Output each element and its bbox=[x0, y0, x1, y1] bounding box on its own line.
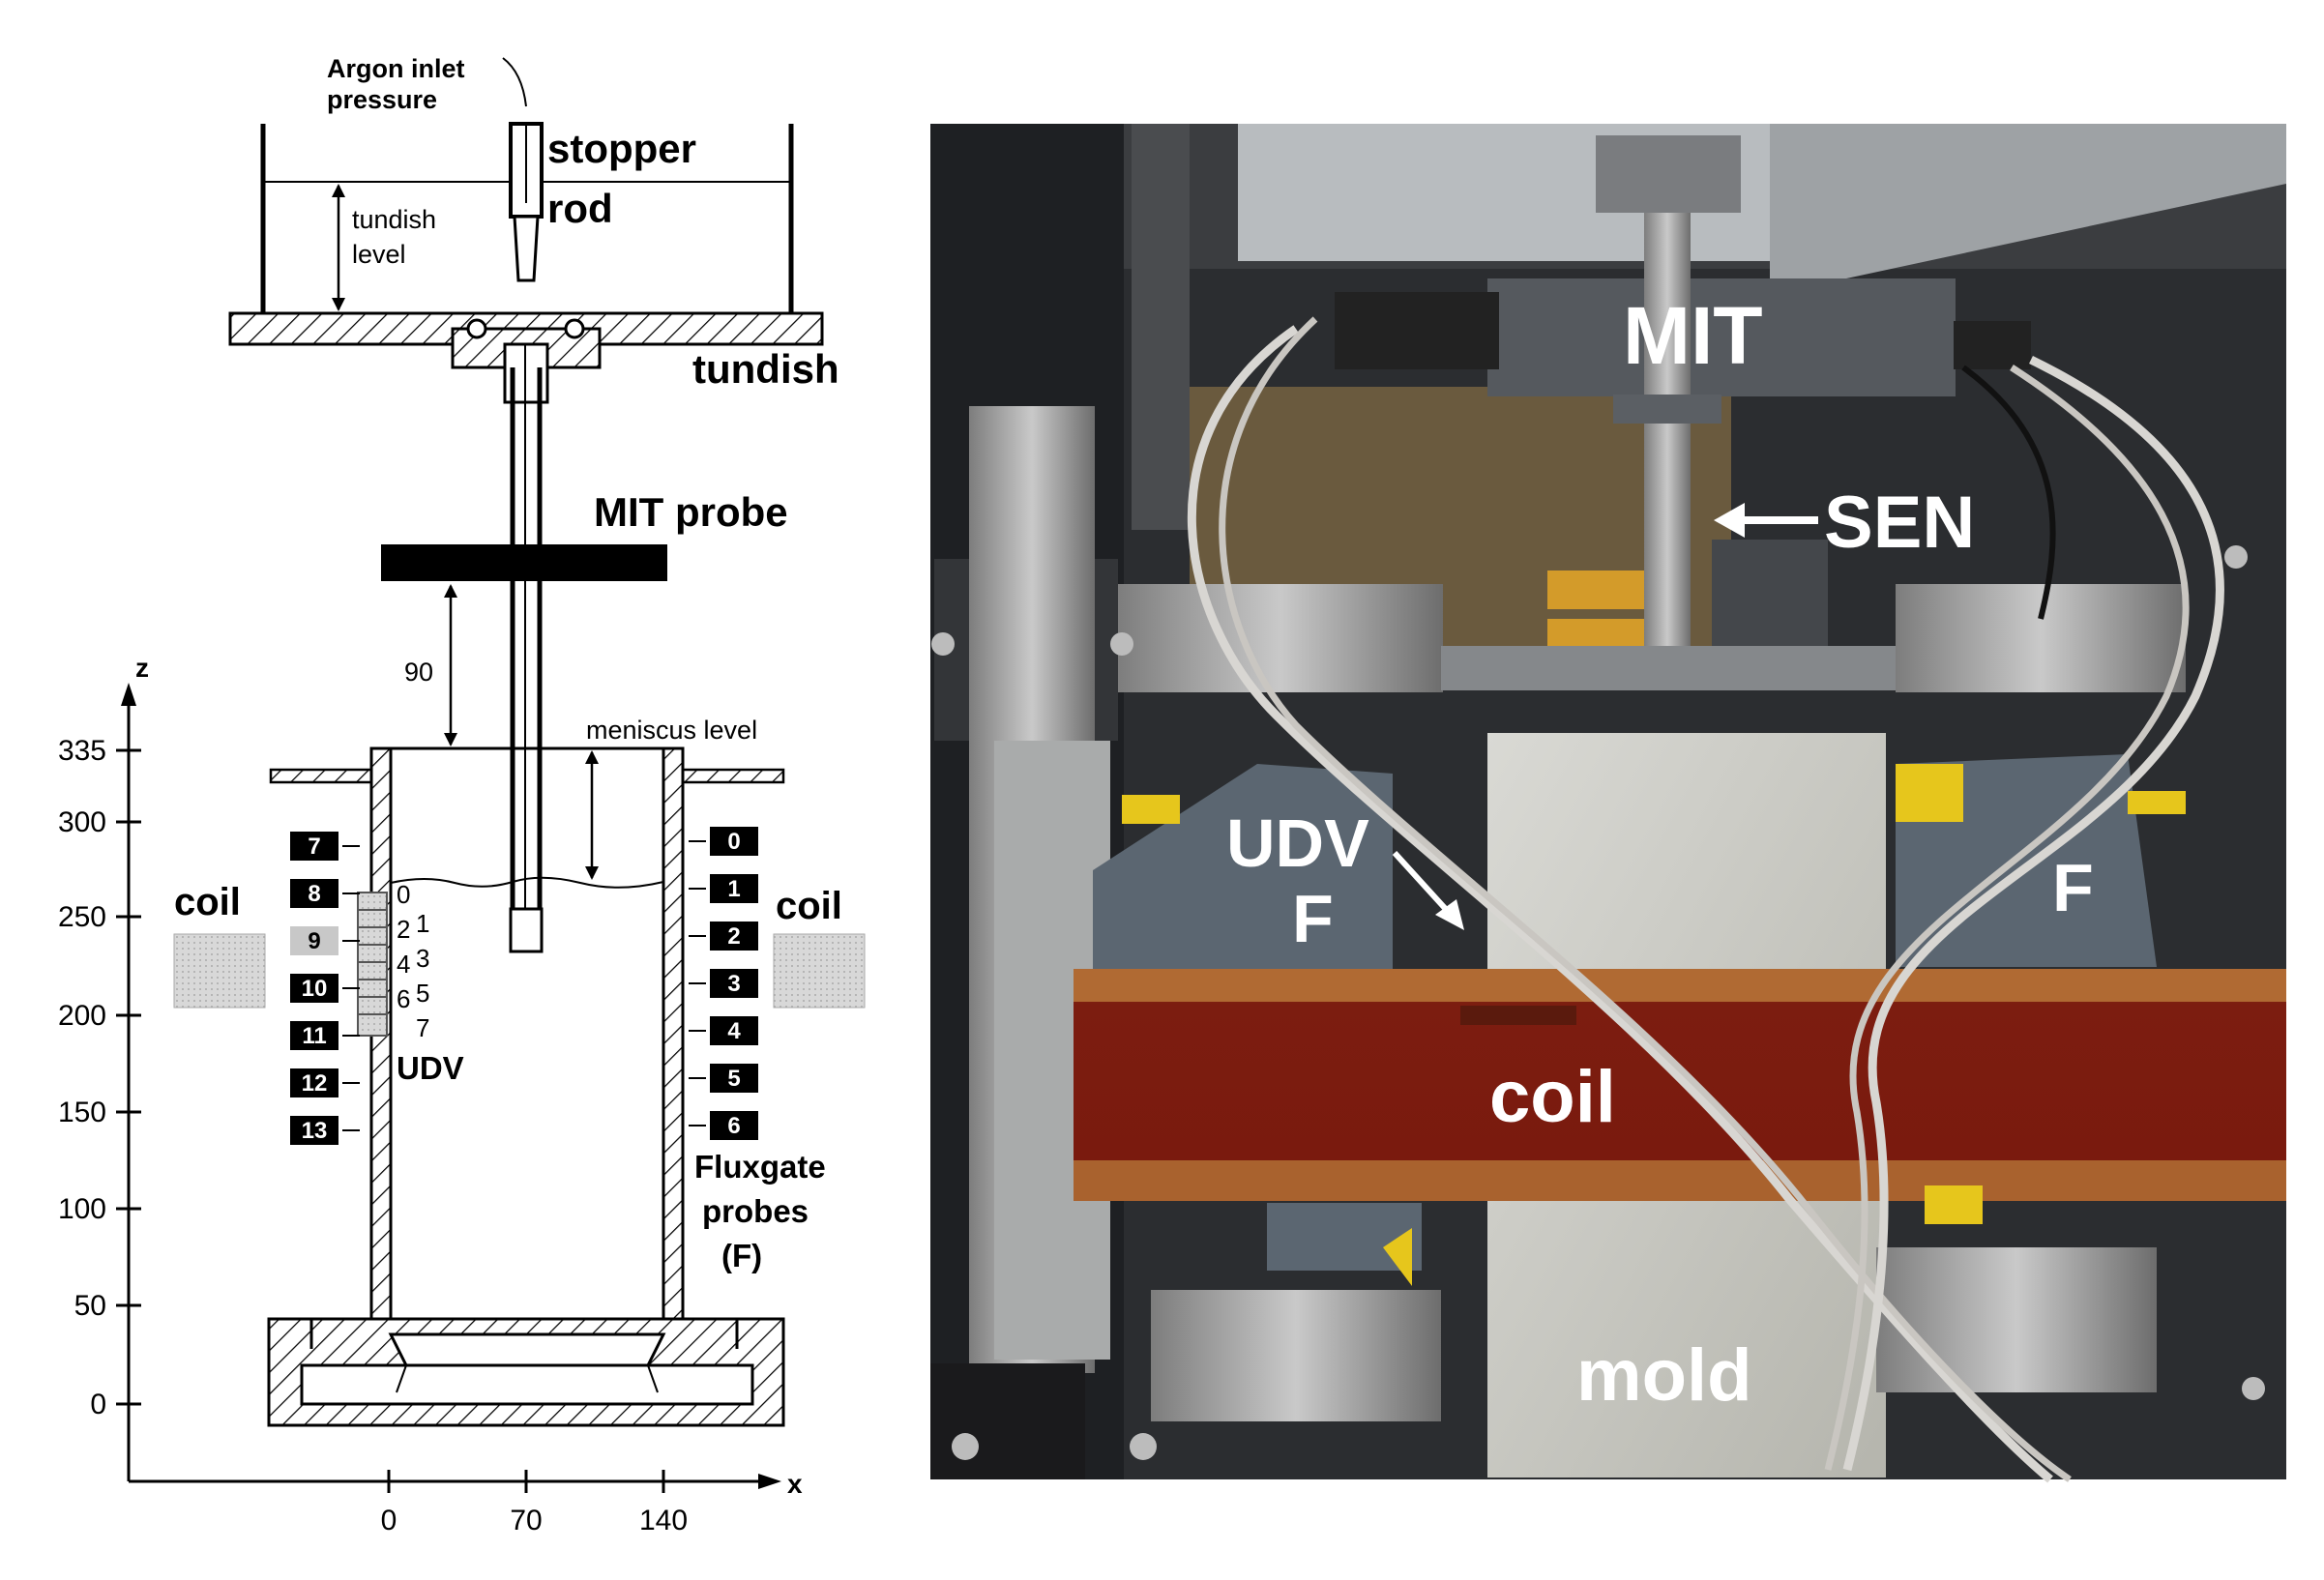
probe-box bbox=[290, 926, 338, 955]
udv-number: 5 bbox=[416, 979, 429, 1008]
meniscus-label: meniscus level bbox=[586, 716, 757, 745]
dimension-90 bbox=[444, 584, 457, 746]
coil-left-label: coil bbox=[174, 881, 241, 923]
z-tick-label: 250 bbox=[58, 901, 106, 933]
probe-box bbox=[290, 832, 338, 861]
coil-right-label: coil bbox=[776, 885, 842, 927]
probe-number: 0 bbox=[727, 829, 740, 855]
left-probe-boxes: 7 8 9 10 11 12 13 bbox=[290, 832, 360, 1145]
udv-number: 6 bbox=[397, 984, 410, 1013]
probe-box bbox=[290, 1021, 338, 1050]
right-probe-boxes: 0 1 2 3 4 5 6 bbox=[689, 827, 758, 1140]
probe-number: 1 bbox=[727, 876, 740, 902]
probe-box bbox=[710, 1111, 758, 1140]
udv-label: UDV bbox=[397, 1050, 464, 1086]
probe-box bbox=[290, 1116, 338, 1145]
z-tick-label: 100 bbox=[58, 1193, 106, 1225]
probe-box bbox=[290, 1068, 338, 1097]
rod-label: rod bbox=[547, 186, 613, 231]
probe-box bbox=[710, 874, 758, 903]
z-ticks: 335 300 250 200 150 100 50 0 bbox=[58, 735, 141, 1420]
probe-box bbox=[710, 922, 758, 951]
tundish-level-label-2: level bbox=[352, 240, 406, 269]
udv-number: 1 bbox=[416, 909, 429, 938]
tundish-vessel bbox=[228, 124, 824, 369]
probe-number: 3 bbox=[727, 971, 740, 997]
udv-number: 3 bbox=[416, 944, 429, 973]
photo-mit-label: MIT bbox=[1623, 290, 1763, 381]
coil-left-shape bbox=[173, 933, 266, 1009]
udv-number: 7 bbox=[416, 1013, 429, 1042]
probe-box bbox=[710, 827, 758, 856]
z-tick-label: 50 bbox=[74, 1290, 106, 1322]
fluxgate-label-1: Fluxgate bbox=[694, 1149, 826, 1185]
x-tick-label: 140 bbox=[639, 1505, 688, 1536]
x-axis-label: x bbox=[787, 1469, 803, 1499]
z-tick-label: 150 bbox=[58, 1097, 106, 1128]
photo-mold-label: mold bbox=[1576, 1334, 1752, 1417]
probe-number: 11 bbox=[302, 1023, 326, 1049]
photo-sen-label: SEN bbox=[1824, 482, 1975, 564]
udv-number: 2 bbox=[397, 915, 410, 944]
probe-box bbox=[290, 974, 338, 1003]
stopper-rod bbox=[502, 57, 544, 282]
fluxgate-label-2: probes bbox=[702, 1193, 809, 1229]
probe-number: 7 bbox=[308, 834, 320, 860]
probe-box bbox=[290, 879, 338, 908]
coil-right-shape bbox=[773, 933, 866, 1009]
udv-number: 4 bbox=[397, 950, 410, 979]
x-tick-label: 70 bbox=[510, 1505, 542, 1536]
tundish-level-label-1: tundish bbox=[352, 205, 436, 234]
probe-box bbox=[710, 969, 758, 998]
z-axis-label: z bbox=[135, 653, 149, 683]
udv-number: 0 bbox=[397, 880, 410, 909]
probe-number: 10 bbox=[302, 976, 328, 1002]
udv-transducers bbox=[357, 892, 388, 1037]
z-tick-label: 0 bbox=[90, 1389, 106, 1420]
z-tick-label: 335 bbox=[58, 735, 106, 767]
z-tick-label: 300 bbox=[58, 806, 106, 838]
probe-box bbox=[710, 1064, 758, 1093]
sen-nozzle bbox=[503, 342, 549, 953]
x-tick-label: 0 bbox=[381, 1505, 397, 1536]
photo-f-left-label: F bbox=[1292, 881, 1334, 956]
probe-number: 13 bbox=[302, 1118, 328, 1144]
photo-coil-label: coil bbox=[1489, 1056, 1616, 1138]
probe-number: 2 bbox=[727, 923, 740, 950]
argon-label-line1: Argon inlet bbox=[327, 54, 465, 83]
dim-90-label: 90 bbox=[404, 658, 433, 687]
z-tick-label: 200 bbox=[58, 1000, 106, 1032]
probe-number: 8 bbox=[308, 881, 320, 907]
photo: MIT SEN UDV F F coil mold bbox=[930, 124, 2286, 1483]
probe-number: 5 bbox=[727, 1066, 740, 1092]
probe-number: 6 bbox=[727, 1113, 740, 1139]
stopper-label: stopper bbox=[547, 126, 696, 171]
mit-probe-label: MIT probe bbox=[594, 489, 788, 535]
fluxgate-label-3: (F) bbox=[721, 1238, 762, 1273]
probe-box bbox=[710, 1016, 758, 1045]
argon-label-line2: pressure bbox=[327, 85, 437, 114]
photo-udv-label: UDV bbox=[1226, 805, 1369, 881]
mit-probe-bar bbox=[381, 544, 667, 581]
photo-f-right-label: F bbox=[2052, 850, 2094, 925]
probe-number: 4 bbox=[727, 1018, 741, 1044]
probe-number: 9 bbox=[308, 928, 320, 954]
tundish-label: tundish bbox=[692, 346, 839, 392]
x-ticks: 0 70 140 bbox=[381, 1470, 688, 1536]
probe-number: 12 bbox=[302, 1070, 328, 1097]
